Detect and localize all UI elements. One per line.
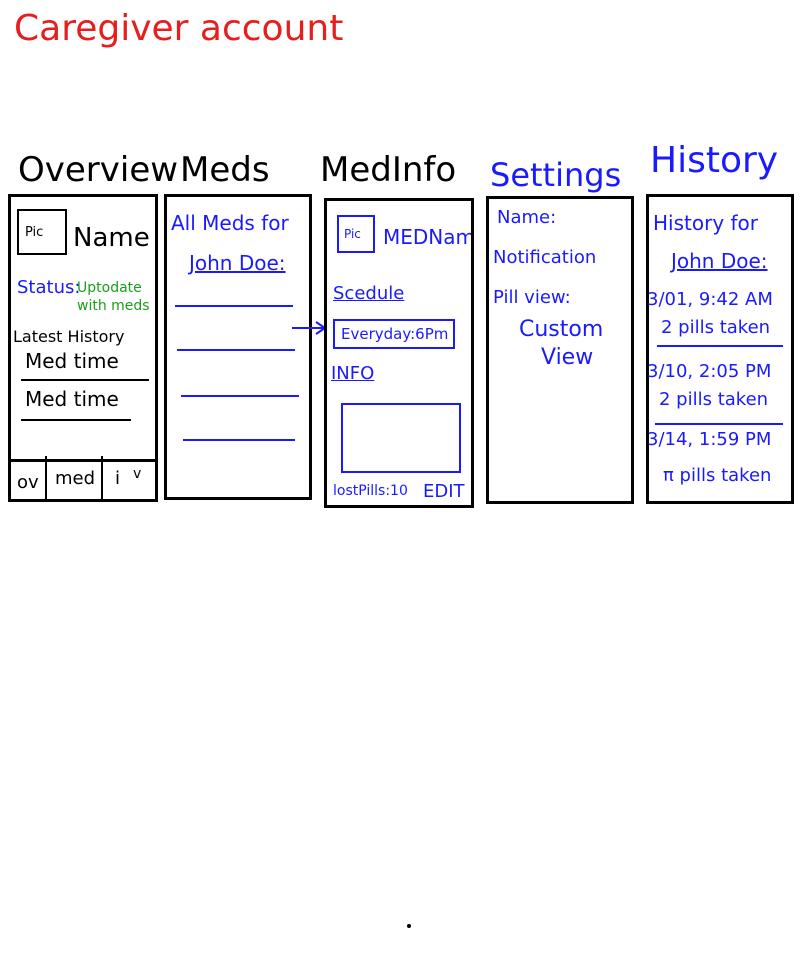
history-for-label: History for (653, 211, 759, 235)
nav-item-meds[interactable]: med (55, 468, 96, 489)
pill-view-option-line2: View (541, 345, 594, 370)
med-list-item[interactable] (183, 439, 295, 441)
meds-heading: Meds (180, 150, 270, 190)
history-entry-detail: π pills taken (663, 465, 772, 486)
settings-screen: Name: Notification Pill view: Custom Vie… (486, 196, 634, 504)
latest-history-label: Latest History (13, 327, 125, 346)
med-list-item[interactable] (175, 305, 293, 307)
nav-item-overview[interactable]: ov (17, 472, 39, 493)
history-entry-divider (655, 423, 783, 425)
settings-name-label: Name: (497, 207, 557, 228)
nav-divider (45, 456, 47, 500)
history-row: Med time (25, 387, 119, 411)
pic-placeholder: Pic (17, 209, 67, 255)
history-entry-detail: 2 pills taken (661, 317, 771, 338)
overview-screen: Pic Name Status: Uptodate with meds Late… (8, 194, 158, 502)
schedule-value: Everyday:6Pm (341, 325, 449, 343)
history-row-divider (21, 379, 149, 381)
info-label: INFO (331, 363, 375, 384)
history-row: Med time (25, 349, 119, 373)
all-meds-label: All Meds for (171, 211, 289, 235)
history-heading: History (650, 140, 779, 181)
history-entry-divider (657, 345, 783, 347)
patient-name: John Doe: (189, 251, 286, 275)
medinfo-heading: MedInfo (320, 150, 457, 190)
lost-pills-text: lostPills:10 (333, 483, 408, 499)
overview-heading: Overview (18, 150, 179, 190)
nav-item-info[interactable]: i (115, 468, 121, 489)
history-row-divider (21, 419, 131, 421)
settings-heading: Settings (490, 156, 622, 194)
nav-item-view[interactable]: v (133, 466, 142, 482)
schedule-field[interactable]: Everyday:6Pm (333, 319, 455, 349)
meds-screen: All Meds for John Doe: (164, 194, 312, 500)
notification-label[interactable]: Notification (493, 247, 597, 268)
page-title: Caregiver account (14, 8, 344, 49)
med-list-item[interactable] (177, 349, 295, 351)
pill-view-label: Pill view: (493, 287, 571, 308)
med-pic-label: Pic (344, 227, 361, 241)
schedule-label: Scedule (333, 283, 405, 304)
status-label: Status: (17, 277, 81, 298)
med-pic-placeholder: Pic (337, 215, 375, 253)
user-name-label: Name (73, 223, 150, 253)
pill-view-option[interactable]: Custom (519, 317, 604, 342)
nav-divider (101, 456, 103, 500)
edit-button[interactable]: EDIT (423, 481, 465, 502)
medinfo-screen: Pic MEDName Scedule Everyday:6Pm INFO lo… (324, 198, 474, 508)
history-screen: History for John Doe: 3/01, 9:42 AM 2 pi… (646, 194, 794, 504)
med-name: MEDName (383, 225, 471, 249)
pic-label: Pic (25, 225, 44, 240)
status-value: Uptodate with meds (77, 280, 150, 314)
history-patient-name: John Doe: (671, 249, 768, 273)
history-entry-datetime: 3/10, 2:05 PM (647, 361, 772, 382)
history-entry-datetime: 3/01, 9:42 AM (647, 289, 773, 310)
stray-dot (407, 924, 411, 928)
info-text-area[interactable] (341, 403, 461, 473)
bottom-nav: ov med i v (11, 456, 155, 502)
med-list-item[interactable] (181, 395, 299, 397)
history-entry-datetime: 3/14, 1:59 PM (647, 429, 772, 450)
history-entry-detail: 2 pills taken (659, 389, 769, 410)
